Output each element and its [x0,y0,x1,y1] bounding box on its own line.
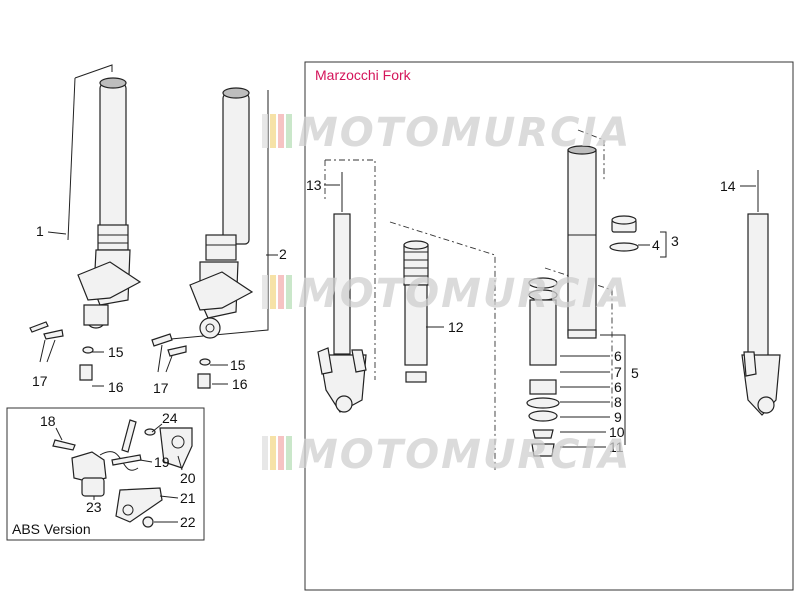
callout-6a: 6 [614,348,622,364]
callout-5: 5 [631,365,639,381]
callout-9: 9 [614,409,622,425]
watermark-middle: MOTOMURCIA [262,271,631,317]
section-title: Marzocchi Fork [315,67,412,83]
fork-spring-12 [389,221,496,470]
callout-8: 8 [614,394,622,410]
callout-20: 20 [180,470,196,486]
svg-text:MOTOMURCIA: MOTOMURCIA [298,432,631,478]
callout-22: 22 [180,514,196,530]
callout-16b: 16 [232,376,248,392]
callout-17a: 17 [32,373,48,389]
callout-7: 7 [614,364,622,380]
damper-cartridge-14 [741,170,781,416]
callout-4: 4 [652,237,660,253]
callout-15b: 15 [230,357,246,373]
marzocchi-fork-frame [304,61,794,591]
abs-sensor-parts [52,419,193,528]
callout-13: 13 [306,177,322,193]
svg-text:MOTOMURCIA: MOTOMURCIA [298,110,631,156]
callout-14: 14 [720,178,736,194]
fork-outer-tube-5 [567,129,605,339]
callout-3: 3 [671,233,679,249]
fork-cap-3-4 [609,215,639,252]
callout-1: 1 [36,223,44,239]
callout-23: 23 [86,499,102,515]
callout-16a: 16 [108,379,124,395]
callout-19: 19 [154,454,170,470]
callout-6b: 6 [614,379,622,395]
fork-leg-right-assembly [159,87,269,341]
damper-cartridge-13 [317,159,376,413]
watermark-bottom: MOTOMURCIA [262,432,631,478]
callout-17b: 17 [153,380,169,396]
seal-bushing-stack [526,267,613,457]
callout-10: 10 [609,424,625,440]
watermark-top: MOTOMURCIA [262,110,631,156]
callout-24: 24 [162,410,178,426]
callout-15a: 15 [108,344,124,360]
svg-text:MOTOMURCIA: MOTOMURCIA [298,271,631,317]
abs-version-frame [6,407,205,541]
callout-2: 2 [279,246,287,262]
fork-leg-left-assembly [67,64,142,329]
callout-21: 21 [180,490,196,506]
abs-version-label: ABS Version [12,521,91,537]
callout-12: 12 [448,319,464,335]
callout-11: 11 [609,439,624,455]
callout-18: 18 [40,413,56,429]
screws-left-fork [29,321,211,389]
leader-lines [47,184,756,523]
callout-numbers: 1 2 3 4 5 6 6 7 8 9 10 11 12 13 14 15 15… [32,177,736,530]
